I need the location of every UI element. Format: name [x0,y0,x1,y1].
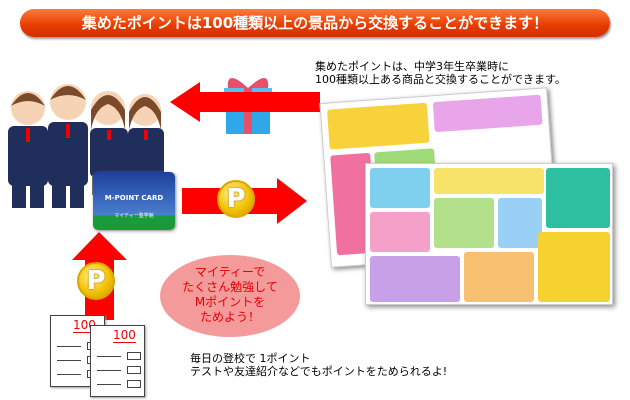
description-line-2: 100種類以上ある商品と交換することができます。 [315,73,566,86]
m-point-card: M-POINT CARD マイティー塾学館 [93,172,175,230]
footer-line-1: 毎日の登校で 1ポイント [190,352,311,365]
description-text: 集めたポイントは、中学3年生卒業時に 100種類以上ある商品と交換することができ… [315,60,566,86]
footer-line-2: テストや友達紹介などでもポイントをためられるよ! [190,365,448,378]
title-banner: 集めたポイントは100種類以上の景品から交換することができます！ [20,9,610,37]
bubble-line-4: ためよう！ [199,310,260,324]
footer-text: 毎日の登校で 1ポイント テストや友達紹介などでもポイントをためられるよ! [190,352,447,378]
description-line-1: 集めたポイントは、中学3年生卒業時に [315,60,509,73]
card-label: M-POINT CARD [104,194,164,202]
bubble-line-3: Mポイントを [194,295,266,309]
test-paper-icon: 100 [90,325,145,397]
point-coin-icon: P [77,262,115,300]
arrow-left-to-students [170,82,320,122]
test-score: 100 [113,328,136,343]
bubble-line-1: マイティーで [194,265,266,279]
point-coin-icon: P [217,180,255,218]
card-brand: マイティー塾学館 [114,213,154,219]
prize-catalog-front [365,163,613,305]
encouragement-bubble: マイティーで たくさん勉強して Mポイントを ためよう！ [160,255,300,337]
students-illustration [0,70,175,210]
bubble-line-2: たくさん勉強して [182,280,278,294]
